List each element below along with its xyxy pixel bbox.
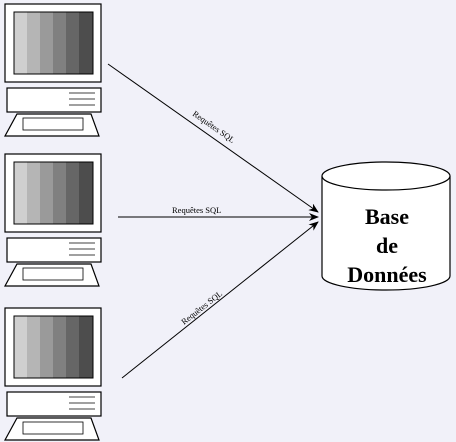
arrow-label-middle: Requêtes SQL	[172, 205, 221, 215]
database-cylinder-icon	[321, 161, 451, 291]
database-label-line-3: Données	[347, 262, 427, 287]
arrow-bottom	[121, 221, 319, 379]
computer-icon	[3, 3, 102, 137]
database-label-line-1: Base	[365, 204, 409, 229]
arrow-top	[107, 63, 319, 213]
computer-icon	[3, 307, 102, 441]
arrow-label-bottom: Requêtes SQL	[179, 288, 224, 326]
computer-icon	[3, 153, 102, 287]
database-label-line-2: de	[376, 233, 398, 258]
